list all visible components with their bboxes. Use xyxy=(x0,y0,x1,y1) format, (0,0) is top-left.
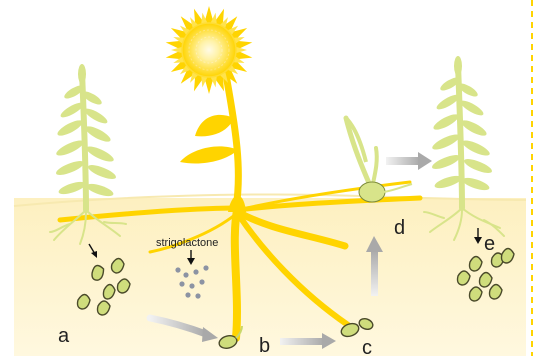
label-c: c xyxy=(362,337,372,356)
label-b: b xyxy=(259,335,270,356)
label-e: e xyxy=(484,233,495,255)
soil-area xyxy=(14,198,526,356)
label-strigolactone: strigolactone xyxy=(156,237,218,249)
sunflower-icon xyxy=(165,6,253,212)
label-d: d xyxy=(394,217,405,239)
arrow-d-to-e xyxy=(386,152,432,170)
label-a: a xyxy=(58,325,70,347)
